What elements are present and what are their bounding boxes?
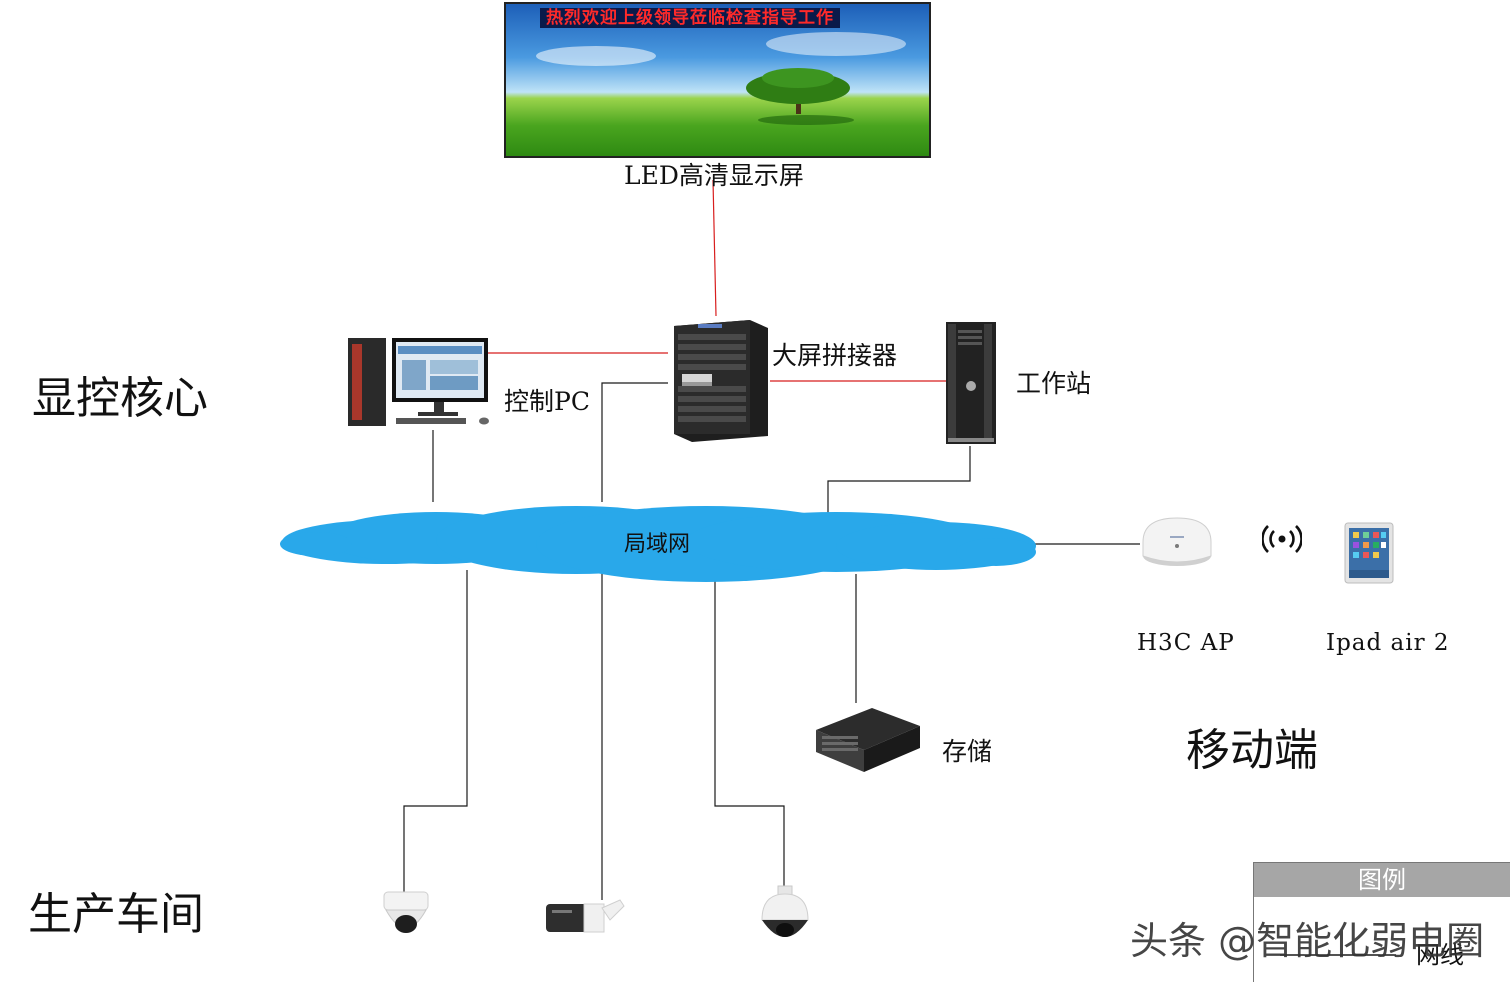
- dome-camera-icon: [383, 891, 429, 933]
- zone-core-title: 显控核心: [32, 373, 208, 424]
- tablet-icon: [1344, 522, 1394, 584]
- legend-line-sample: [1280, 954, 1396, 956]
- zone-mobile-title: 移动端: [1186, 725, 1318, 776]
- link-controller-lan: [601, 382, 668, 502]
- workstation-tower-icon: [946, 322, 996, 444]
- bullet-camera-icon: [546, 899, 625, 933]
- desktop-pc-icon: [348, 338, 489, 426]
- led-label: LED高清显示屏: [624, 161, 804, 190]
- wireless-signal-icon: [1262, 525, 1302, 553]
- link-lan-dome: [403, 570, 468, 892]
- workstation-label: 工作站: [1016, 369, 1092, 398]
- video-wall-controller-icon: [674, 320, 768, 442]
- storage-label: 存储: [942, 737, 993, 766]
- zone-workshop-title: 生产车间: [28, 889, 204, 940]
- controller-label: 大屏拼接器: [772, 341, 898, 370]
- legend-box: 图例 网线: [1253, 862, 1510, 982]
- led-banner-text: 热烈欢迎上级领导莅临检查指导工作: [540, 8, 840, 28]
- lan-label: 局域网: [624, 532, 691, 557]
- legend-title: 图例: [1254, 863, 1510, 897]
- ap-label: H3C AP: [1137, 630, 1235, 656]
- legend-item-label: 网线: [1416, 941, 1464, 969]
- led-display-image: 热烈欢迎上级领导莅临检查指导工作: [504, 2, 931, 158]
- tree-landscape-icon: [536, 32, 906, 125]
- storage-server-icon: [816, 708, 920, 772]
- ipad-label: Ipad air 2: [1326, 630, 1450, 656]
- watermark-text: 头条 @智能化弱电圈: [1130, 919, 1485, 963]
- link-led-controller: [712, 179, 717, 317]
- link-lan-ptz: [714, 576, 785, 888]
- wireless-ap-icon: [1142, 517, 1212, 566]
- lan-cloud-icon: [280, 506, 1036, 582]
- ptz-camera-icon: [761, 885, 809, 937]
- control-pc-label: 控制PC: [504, 387, 590, 416]
- link-workstation-lan: [827, 446, 971, 518]
